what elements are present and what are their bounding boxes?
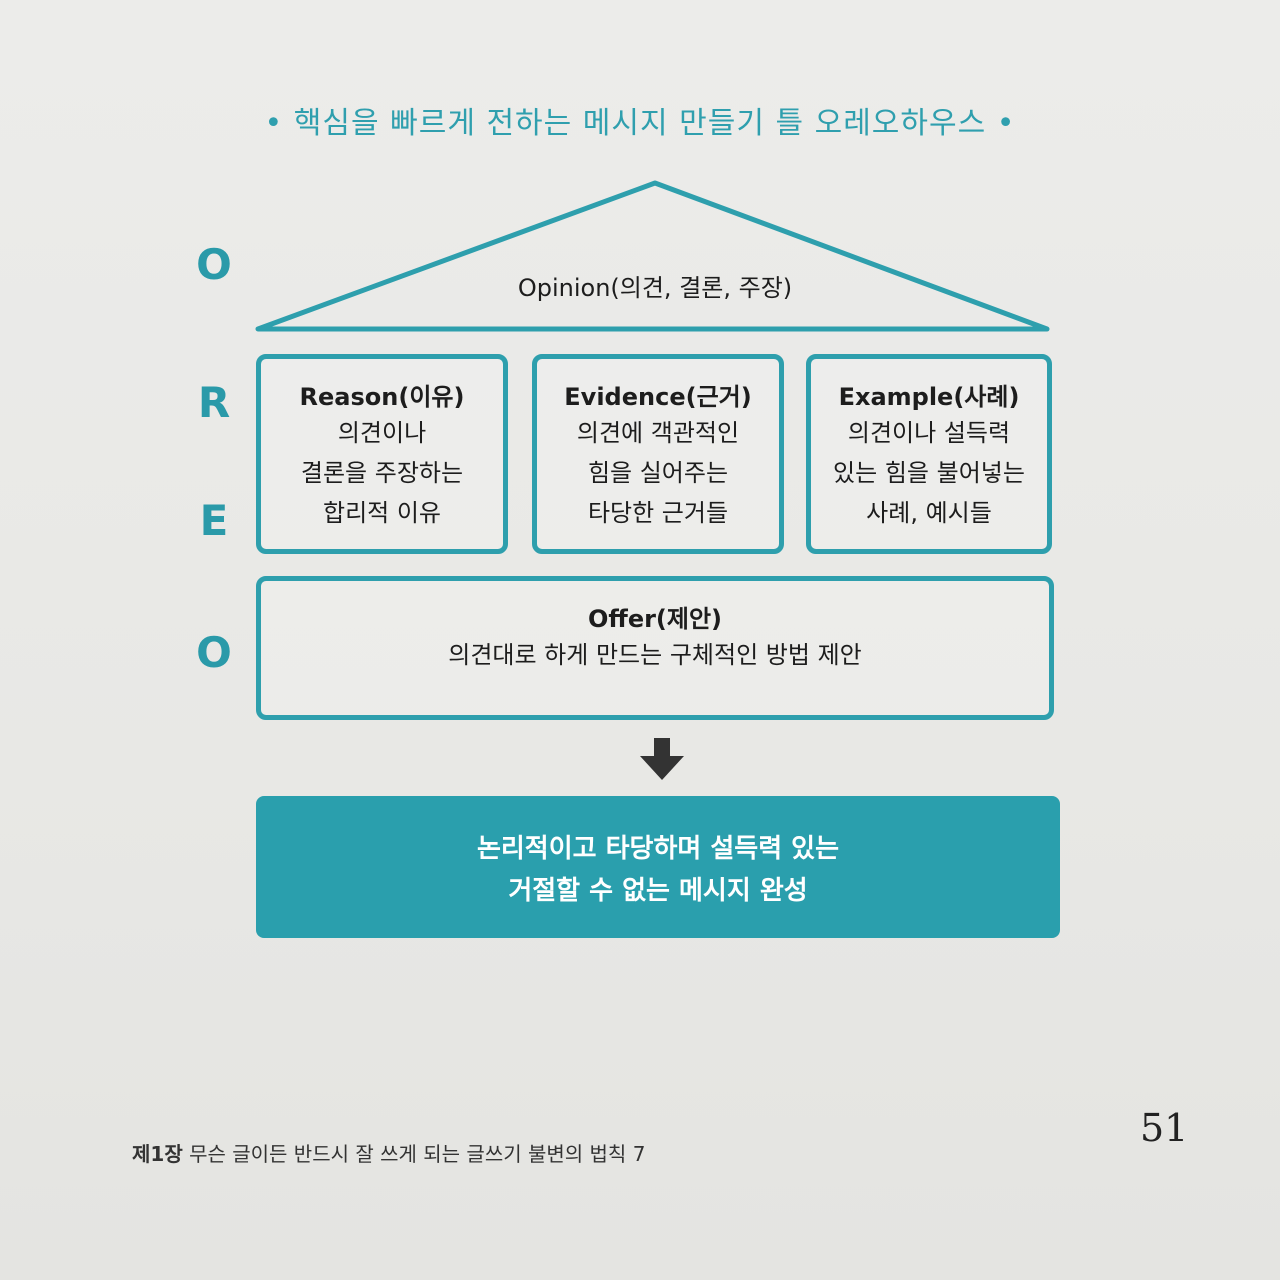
offer-line: 의견대로 하게 만드는 구체적인 방법 제안	[448, 641, 862, 669]
pillar-line: 의견이나 설득력	[847, 419, 1011, 447]
running-footer: 제1장 무슨 글이든 반드시 잘 쓰게 되는 글쓰기 불변의 법칙 7	[132, 1138, 645, 1167]
letter-o-opinion: O	[196, 240, 232, 289]
pillar-heading: Example(사례)	[838, 383, 1020, 411]
down-arrow-icon	[640, 738, 684, 780]
pillar-line: 합리적 이유	[322, 499, 442, 527]
pillar-line: 의견에 객관적인	[576, 419, 740, 447]
result-line: 거절할 수 없는 메시지 완성	[508, 876, 808, 906]
pillar-line: 힘을 실어주는	[587, 459, 729, 487]
letter-r-reason: R	[197, 378, 231, 427]
chapter-label: 제1장	[132, 1142, 183, 1166]
diagram-title: • 핵심을 빠르게 전하는 메시지 만들기 틀 오레오하우스 •	[264, 106, 1016, 141]
pillar-reason: Reason(이유) 의견이나 결론을 주장하는 합리적 이유	[256, 354, 508, 554]
pillar-example: Example(사례) 의견이나 설득력 있는 힘을 불어넣는 사례, 예시들	[806, 354, 1052, 554]
letter-e-evidence-example: E	[199, 496, 229, 545]
roof-triangle	[255, 180, 1050, 332]
offer-heading: Offer(제안)	[587, 605, 723, 633]
pillar-heading: Reason(이유)	[299, 383, 465, 411]
result-line: 논리적이고 타당하며 설득력 있는	[476, 834, 840, 864]
pillar-line: 타당한 근거들	[587, 499, 729, 527]
pillar-line: 사례, 예시들	[866, 499, 992, 527]
roof-label: Opinion(의견, 결론, 주장)	[517, 274, 793, 302]
result-box: 논리적이고 타당하며 설득력 있는 거절할 수 없는 메시지 완성	[256, 796, 1060, 938]
chapter-title: 무슨 글이든 반드시 잘 쓰게 되는 글쓰기 불변의 법칙 7	[189, 1142, 646, 1166]
pillar-evidence: Evidence(근거) 의견에 객관적인 힘을 실어주는 타당한 근거들	[532, 354, 784, 554]
pillar-line: 결론을 주장하는	[300, 459, 464, 487]
pillar-heading: Evidence(근거)	[564, 383, 752, 411]
page-number: 51	[1140, 1106, 1189, 1150]
pillar-line: 의견이나	[337, 419, 427, 447]
pillar-line: 있는 힘을 불어넣는	[833, 459, 1025, 487]
offer-box: Offer(제안) 의견대로 하게 만드는 구체적인 방법 제안	[256, 576, 1054, 720]
letter-o-offer: O	[196, 628, 232, 677]
